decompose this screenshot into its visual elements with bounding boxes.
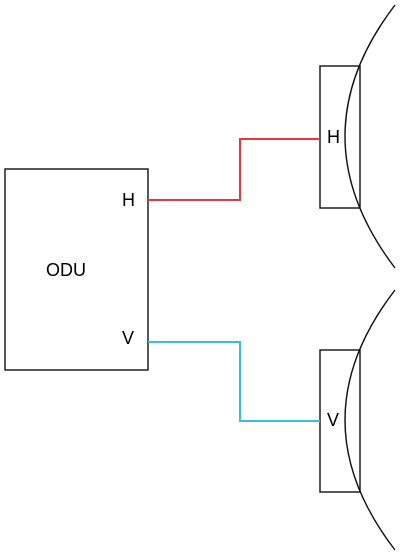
antenna-v-reflector xyxy=(344,289,396,551)
link-h-cable xyxy=(148,138,320,201)
antenna-h-port-label: H xyxy=(327,127,340,147)
antenna-v: V xyxy=(319,289,396,551)
antenna-h-reflector xyxy=(344,4,396,269)
antenna-v-feed-box xyxy=(319,349,361,493)
antenna-v-port-label: V xyxy=(327,410,339,430)
odu-port-h-label: H xyxy=(122,190,135,210)
link-v-cable xyxy=(148,341,320,422)
odu-label: ODU xyxy=(46,260,86,280)
antenna-h-feed-box xyxy=(319,65,361,209)
odu-box xyxy=(4,168,149,371)
odu-unit: ODU H V xyxy=(4,168,149,371)
antenna-h: H xyxy=(319,4,396,269)
odu-port-v-label: V xyxy=(122,328,134,348)
